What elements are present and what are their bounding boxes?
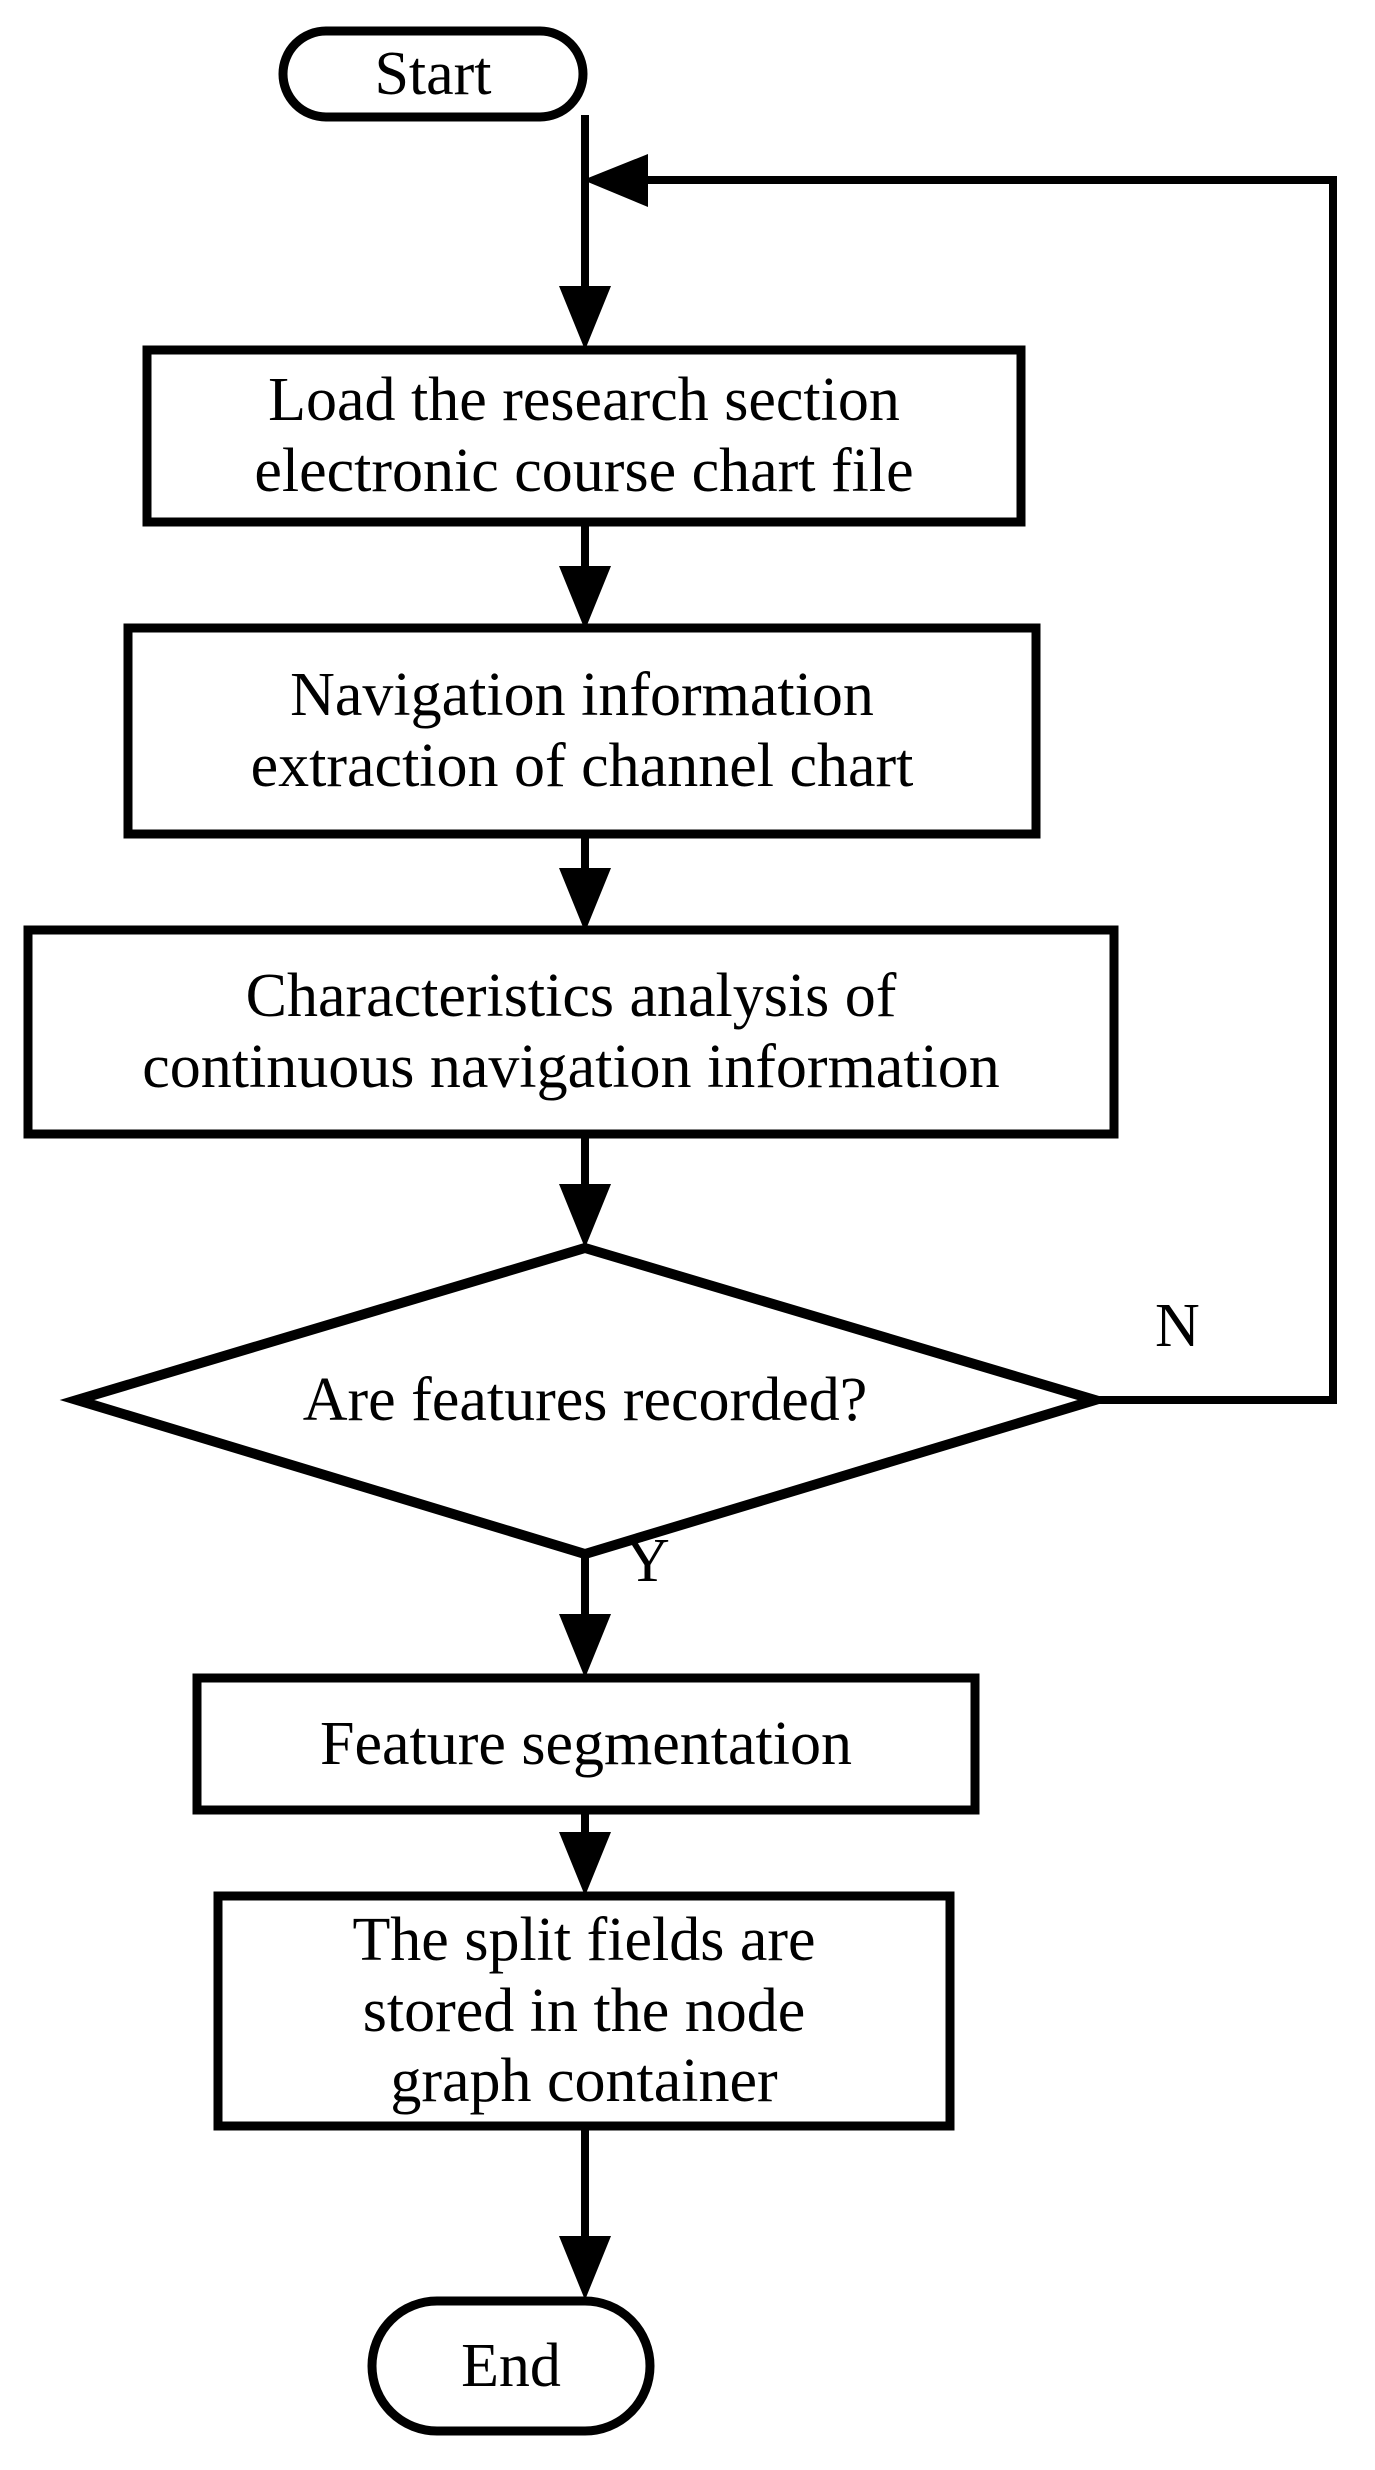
node-decision-shape[interactable] xyxy=(59,1242,1113,1560)
edge-segment-to-store xyxy=(559,1808,611,1896)
node-segment-shape[interactable] xyxy=(192,1673,980,1815)
edge-analyze-to-decision xyxy=(559,1132,611,1248)
edge-label-no: N xyxy=(1155,1292,1200,1360)
edge-start-to-load xyxy=(559,115,611,350)
node-start-shape[interactable] xyxy=(278,26,588,122)
edge-decision-no-feedback xyxy=(583,154,1337,1404)
node-store-shape[interactable] xyxy=(213,1891,955,2131)
edge-extract-to-analyze xyxy=(559,832,611,932)
node-load-shape[interactable] xyxy=(142,345,1026,527)
edge-label-yes: Y xyxy=(625,1527,670,1595)
node-extract-shape[interactable] xyxy=(123,623,1041,839)
edge-decision-yes-to-segment xyxy=(559,1556,611,1678)
edge-store-to-end xyxy=(559,2124,611,2300)
node-analyze-shape[interactable] xyxy=(23,925,1119,1139)
node-end-shape[interactable] xyxy=(367,2296,655,2436)
edge-load-to-extract xyxy=(559,520,611,630)
